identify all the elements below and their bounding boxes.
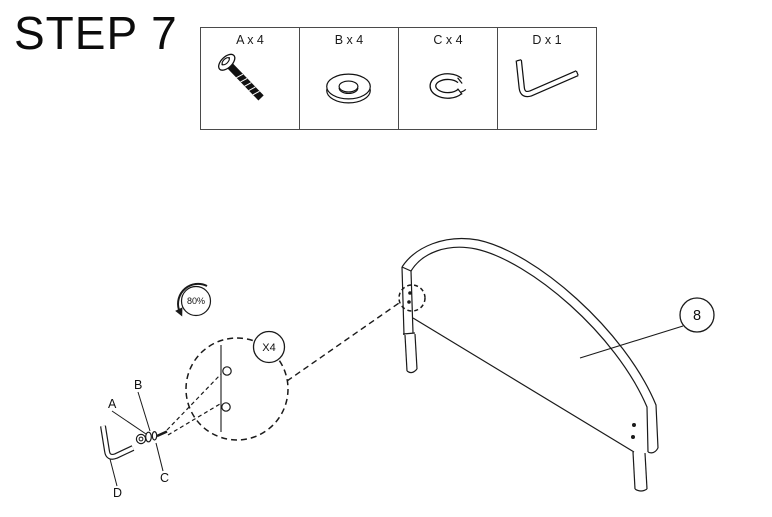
- bolt-icon: [218, 53, 264, 101]
- parts-cell-a: A x 4: [201, 28, 300, 129]
- flat-washer-icon: [326, 73, 371, 104]
- parts-cell-c-label: C x 4: [433, 33, 463, 47]
- allen-key-icon: [515, 59, 579, 98]
- quantity-badge: X4: [252, 330, 286, 364]
- parts-cell-b-label: B x 4: [334, 33, 364, 47]
- magnifier-callout: [166, 337, 289, 441]
- allen-key-scene-icon: [100, 425, 135, 460]
- label-b: B: [134, 378, 142, 392]
- hole-location-callout: [398, 284, 426, 312]
- parts-cell-d-label: D x 1: [532, 33, 562, 47]
- parts-cell-d: D x 1: [498, 28, 596, 129]
- hardware-assembly: [100, 391, 168, 487]
- parts-cell-c: C x 4: [399, 28, 498, 129]
- label-a: A: [108, 397, 117, 411]
- callout-leader-dashed-line: [286, 302, 400, 382]
- label-c: C: [160, 471, 169, 485]
- part-number-label: 8: [693, 308, 701, 324]
- bolt-washer-stack-icon: [135, 430, 168, 445]
- part-number-callout: 8: [579, 297, 715, 359]
- torque-label: 80%: [187, 296, 205, 306]
- lock-washer-icon: [429, 73, 467, 99]
- headboard-part: [401, 237, 659, 492]
- parts-cell-b: B x 4: [300, 28, 399, 129]
- torque-indicator: 80%: [175, 282, 212, 317]
- label-d: D: [113, 486, 122, 500]
- quantity-badge-label: X4: [262, 342, 275, 354]
- parts-table: A x 4 B x 4: [200, 27, 597, 130]
- parts-cell-a-label: A x 4: [236, 33, 264, 47]
- rotation-arrowhead-icon: [175, 307, 183, 317]
- step-title: STEP 7: [14, 7, 178, 59]
